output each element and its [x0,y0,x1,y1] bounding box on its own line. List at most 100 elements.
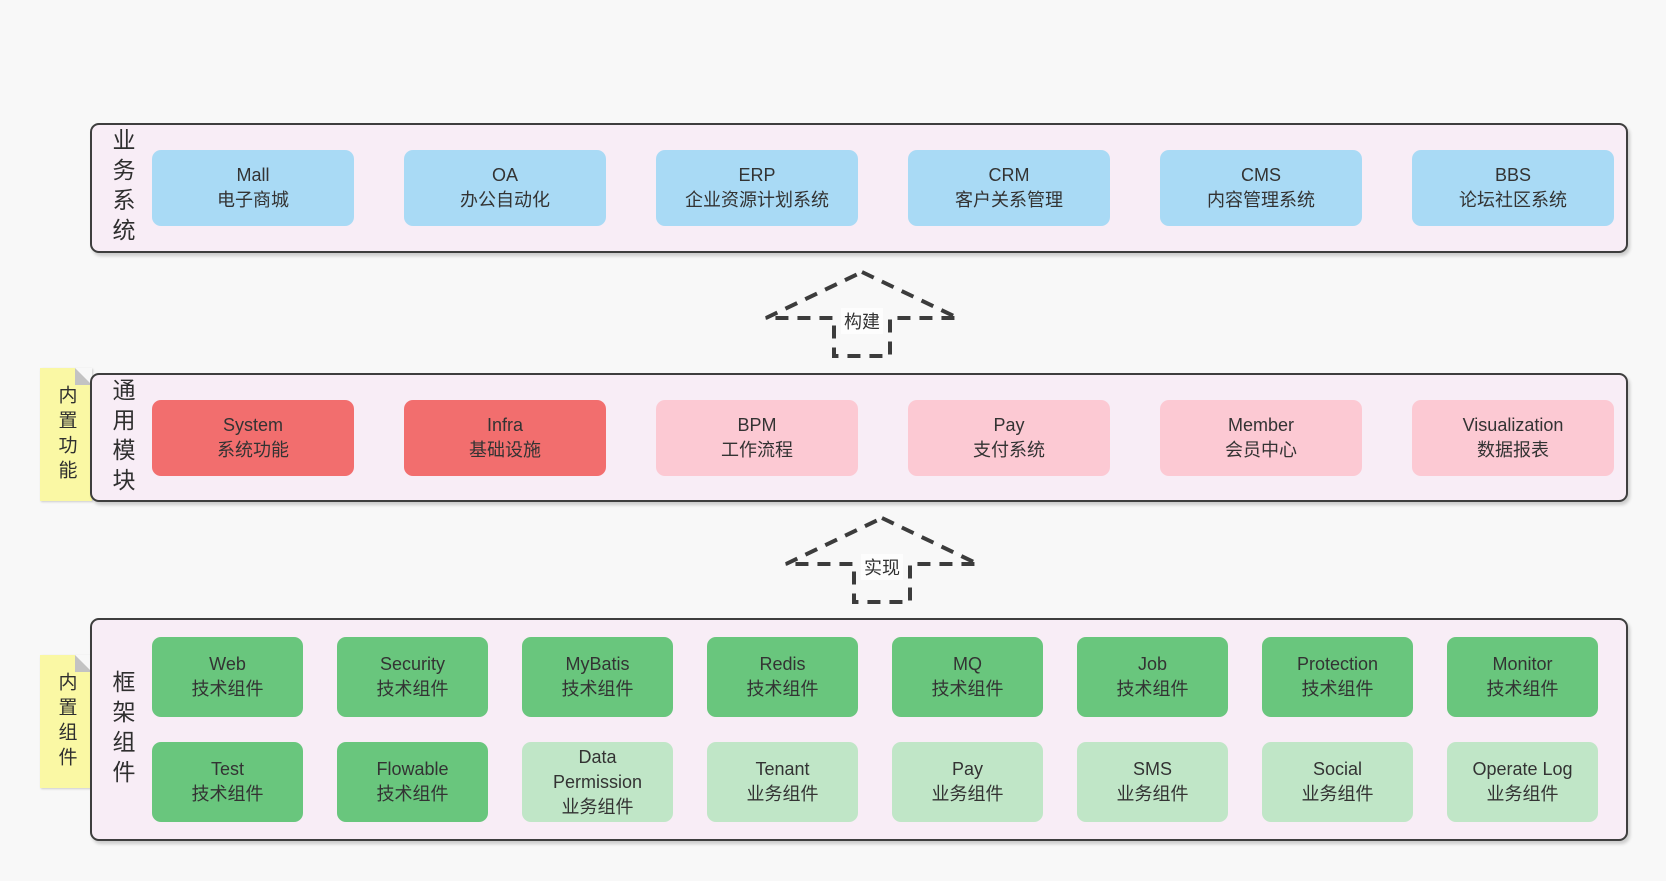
box-desc: 业务组件 [931,784,1004,804]
box-bbs: BBS 论坛社区系统 [1412,150,1614,226]
box-name: SMS [1132,759,1172,779]
box-name: Data Permission [552,746,643,792]
box-name: Visualization [1462,414,1564,435]
box-monitor: Monitor 技术组件 [1447,637,1598,717]
box-pay-module: Pay 支付系统 [908,399,1110,476]
box-infra: Infra 基础设施 [404,399,606,476]
box-desc: 技术组件 [746,679,819,699]
box-desc: 支付系统 [973,439,1045,460]
box-desc: 技术组件 [376,784,449,804]
box-crm: CRM 客户关系管理 [908,150,1110,226]
box-test: Test 技术组件 [152,742,303,822]
box-desc: 业务组件 [1301,784,1374,804]
up-arrow-dashed-icon [765,269,959,358]
business-systems-row: Mall 电子商城 OA 办公自动化 ERP 企业资源计划系统 CRM 客户关系… [152,150,1614,226]
box-desc: 工作流程 [721,439,793,460]
box-desc: 技术组件 [1486,679,1559,699]
box-name: MQ [953,654,982,674]
framework-components-row-1: Web 技术组件 Security 技术组件 MyBatis 技术组件 Redi… [152,637,1598,717]
box-mq: MQ 技术组件 [892,637,1043,717]
box-name: Pay [951,759,984,779]
box-desc: 业务组件 [746,784,819,804]
box-erp: ERP 企业资源计划系统 [656,150,858,226]
box-name: Operate Log [1472,759,1573,779]
box-mybatis: MyBatis 技术组件 [522,637,673,717]
box-pay-component: Pay 业务组件 [892,742,1043,822]
box-mall: Mall 电子商城 [152,150,354,226]
box-system: System 系统功能 [152,399,354,476]
box-name: MyBatis [565,654,630,674]
box-data-permission: Data Permission 业务组件 [522,742,673,822]
box-name: BBS [1494,165,1532,185]
box-desc: 技术组件 [191,679,264,699]
box-name: Protection [1296,654,1379,674]
box-desc: 基础设施 [469,439,541,460]
box-operate-log: Operate Log 业务组件 [1447,742,1598,822]
box-name: CMS [1241,165,1281,185]
box-cms: CMS 内容管理系统 [1160,150,1362,226]
box-name: CRM [988,165,1030,185]
sticky-note-builtin-components: 内置组件 [40,655,92,788]
box-sms: SMS 业务组件 [1077,742,1228,822]
box-name: Tenant [755,759,810,779]
up-arrow-dashed-icon [785,515,979,604]
box-desc: 技术组件 [1301,679,1374,699]
framework-components-row-2: Test 技术组件 Flowable 技术组件 Data Permission … [152,742,1598,822]
box-job: Job 技术组件 [1077,637,1228,717]
box-name: Web [209,654,246,674]
box-name: Pay [993,414,1025,435]
box-desc: 企业资源计划系统 [685,190,829,210]
box-social: Social 业务组件 [1262,742,1413,822]
box-oa: OA 办公自动化 [404,150,606,226]
box-flowable: Flowable 技术组件 [337,742,488,822]
common-modules-row: System 系统功能 Infra 基础设施 BPM 工作流程 Pay 支付系统… [152,399,1614,476]
box-web: Web 技术组件 [152,637,303,717]
framework-components-rows: Web 技术组件 Security 技术组件 MyBatis 技术组件 Redi… [152,637,1598,822]
box-desc: 会员中心 [1225,439,1297,460]
box-name: Security [379,654,446,674]
box-desc: 内容管理系统 [1207,190,1315,210]
arrow-build: 构建 [762,268,962,360]
box-desc: 技术组件 [931,679,1004,699]
layer-common-modules: 通用模块 System 系统功能 Infra 基础设施 BPM 工作流程 Pay… [90,373,1628,502]
box-name: Member [1227,414,1294,435]
arrow-implement: 实现 [782,514,982,606]
layer-framework-components-label: 框架组件 [109,669,135,790]
box-name: BPM [737,414,777,435]
box-desc: 业务组件 [1116,784,1189,804]
box-desc: 业务组件 [1486,784,1559,804]
box-name: ERP [738,165,776,185]
layer-common-modules-label: 通用模块 [109,377,135,498]
box-desc: 电子商城 [217,190,289,210]
sticky-note-builtin-components-text: 内置组件 [55,671,77,772]
box-name: Redis [759,654,806,674]
box-desc: 论坛社区系统 [1459,190,1567,210]
box-desc: 技术组件 [191,784,264,804]
box-visualization: Visualization 数据报表 [1412,399,1614,476]
arrow-implement-label: 实现 [861,554,903,580]
box-name: Mall [236,165,270,185]
box-name: Job [1137,654,1168,674]
box-name: Monitor [1492,654,1553,674]
box-redis: Redis 技术组件 [707,637,858,717]
box-name: Flowable [376,759,449,779]
box-desc: 办公自动化 [460,190,550,210]
box-bpm: BPM 工作流程 [656,399,858,476]
layer-business-systems: 业务系统 Mall 电子商城 OA 办公自动化 ERP 企业资源计划系统 CRM… [90,123,1628,253]
box-member: Member 会员中心 [1160,399,1362,476]
box-name: Infra [486,414,524,435]
box-tenant: Tenant 业务组件 [707,742,858,822]
box-desc: 客户关系管理 [955,190,1063,210]
box-security: Security 技术组件 [337,637,488,717]
sticky-note-builtin-features-text: 内置功能 [55,384,77,485]
box-name: Test [210,759,244,779]
sticky-note-builtin-features: 内置功能 [40,368,92,501]
layer-framework-components: 框架组件 Web 技术组件 Security 技术组件 MyBatis 技术组件… [90,618,1628,841]
box-desc: 技术组件 [376,679,449,699]
box-desc: 系统功能 [217,439,289,460]
box-protection: Protection 技术组件 [1262,637,1413,717]
box-desc: 技术组件 [561,679,634,699]
box-desc: 技术组件 [1116,679,1189,699]
box-desc: 数据报表 [1477,439,1549,460]
